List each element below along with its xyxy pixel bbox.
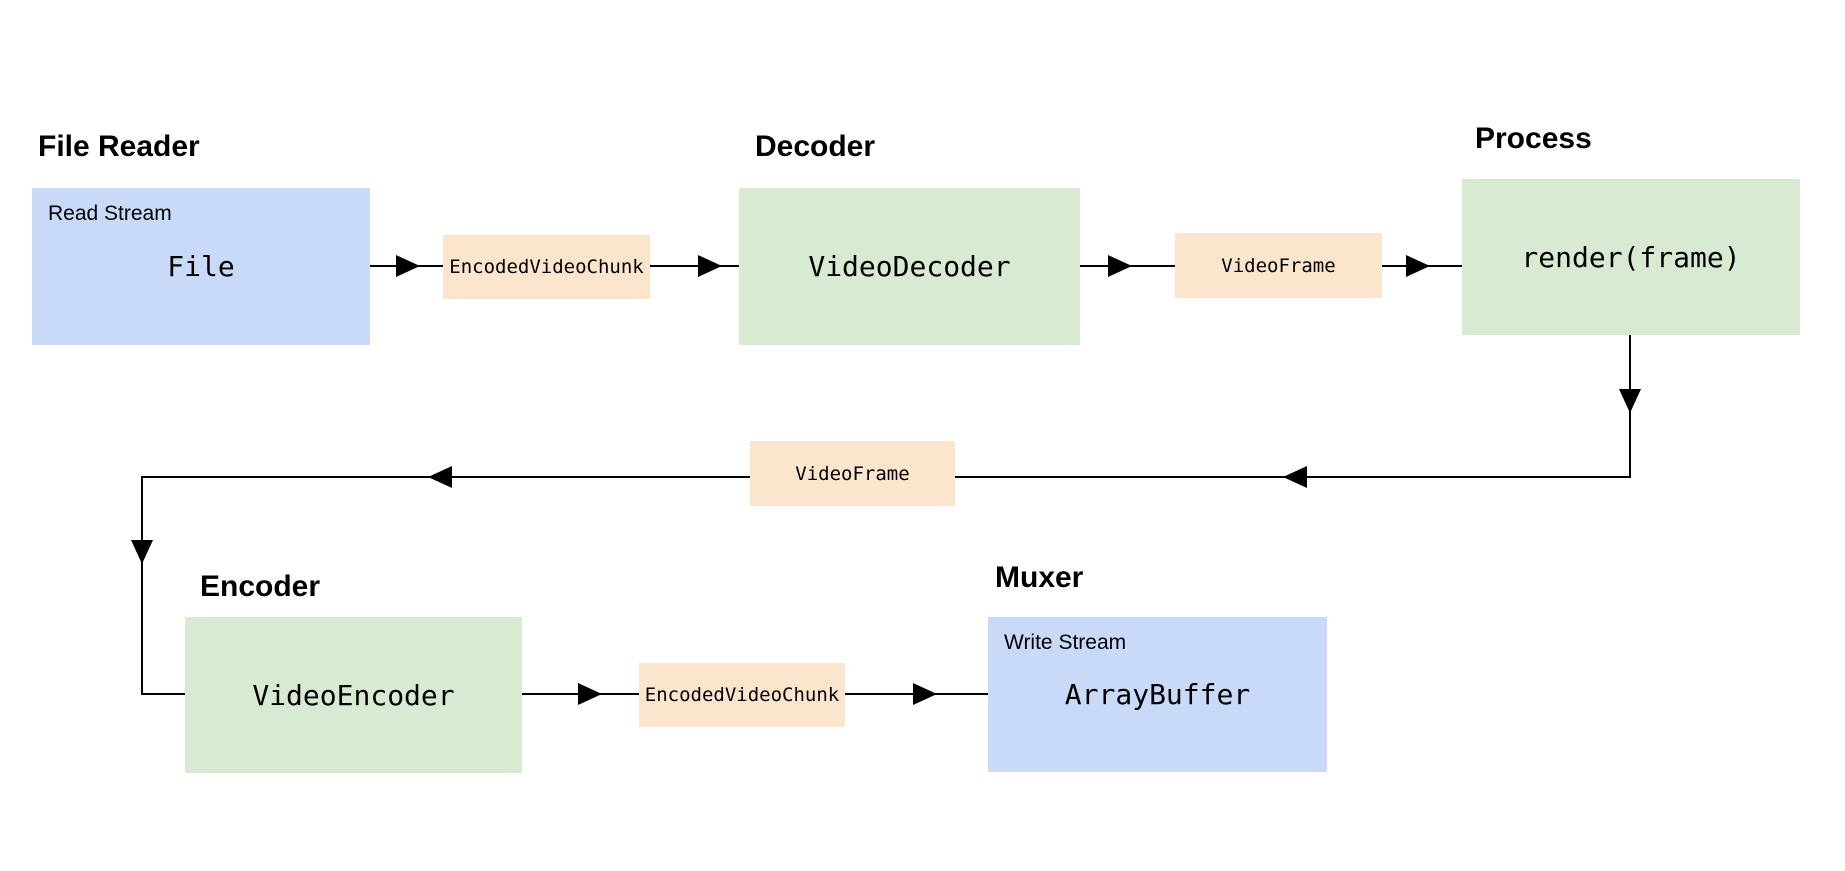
arrowhead-right-icon [698, 255, 722, 277]
node-video-encoder: VideoEncoder [185, 617, 522, 773]
arrowhead-right-icon [1108, 255, 1132, 277]
arrowhead-down-icon [1619, 389, 1641, 413]
arrowhead-right-icon [396, 255, 420, 277]
arrowhead-right-icon [578, 683, 602, 705]
token-encoded-video-chunk-2: EncodedVideoChunk [639, 663, 845, 727]
node-muxer: Write Stream ArrayBuffer [988, 617, 1327, 772]
token-video-frame-1: VideoFrame [1175, 233, 1382, 298]
node-video-decoder: VideoDecoder [739, 188, 1080, 345]
read-stream-label: Read Stream [48, 202, 172, 225]
arrowhead-right-icon [1406, 255, 1430, 277]
token-video-frame-2: VideoFrame [750, 441, 955, 506]
heading-file-reader: File Reader [38, 130, 200, 163]
heading-decoder: Decoder [755, 130, 876, 163]
video-decoder-code-label: VideoDecoder [808, 250, 1011, 283]
array-buffer-code-label: ArrayBuffer [1064, 678, 1251, 711]
heading-muxer: Muxer [995, 561, 1084, 594]
token-encoded-video-chunk-1: EncodedVideoChunk [443, 235, 650, 299]
connector-process-to-encoder [141, 335, 1631, 695]
write-stream-label: Write Stream [1004, 631, 1127, 654]
arrowhead-left-icon [428, 466, 452, 488]
file-code-label: File [167, 250, 235, 283]
heading-process: Process [1475, 122, 1592, 155]
arrowhead-right-icon [913, 683, 937, 705]
node-render-frame: render(frame) [1462, 179, 1800, 335]
arrowhead-down-icon [131, 540, 153, 564]
node-file-reader: Read Stream File [32, 188, 370, 345]
render-frame-code-label: render(frame) [1521, 240, 1741, 274]
video-encoder-code-label: VideoEncoder [252, 678, 455, 712]
arrowhead-left-icon [1283, 466, 1307, 488]
heading-encoder: Encoder [200, 570, 321, 603]
